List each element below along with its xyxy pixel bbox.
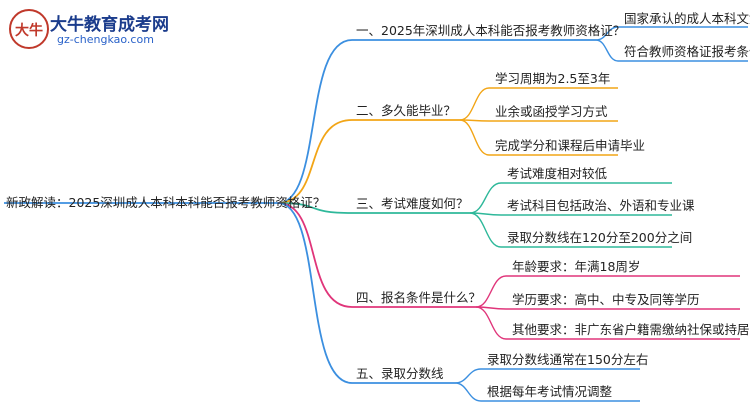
branch-2-connector	[277, 119, 353, 204]
leaf-2-1: 学习周期为2.5至3年	[495, 71, 611, 86]
leaf-4-3-connector	[475, 306, 507, 340]
leaf-2-1-connector	[459, 87, 490, 121]
leaf-4-1-connector	[475, 275, 507, 308]
branch-5-label: 五、录取分数线	[356, 366, 444, 381]
leaf-1-1: 国家承认的成人本科文凭	[624, 11, 750, 26]
leaf-3-1-connector	[469, 182, 502, 214]
branch-3-label: 三、考试难度如何？	[356, 196, 469, 211]
brand-url: gz-chengkao.com	[57, 33, 154, 46]
branch-4-connector	[277, 202, 353, 308]
branch-4-label: 四、报名条件是什么？	[356, 290, 482, 305]
branch-1-label: 一、2025年深圳成人本科能否报考教师资格证？	[356, 23, 626, 38]
leaf-1-1-connector	[595, 26, 619, 41]
leaf-3-1: 考试难度相对较低	[507, 166, 608, 181]
leaf-5-1-connector	[454, 368, 482, 384]
brand-mark-text: 大牛	[15, 22, 43, 38]
leaf-3-3-connector	[469, 212, 502, 248]
leaf-5-2-connector	[454, 382, 482, 402]
leaf-4-2: 学历要求：高中、中专及同等学历	[512, 292, 700, 307]
brand-title: 大牛教育成考网	[50, 15, 169, 35]
leaf-3-2: 考试科目包括政治、外语和专业课	[507, 198, 695, 213]
leaf-1-2-connector	[595, 39, 619, 62]
branch-3-connector	[277, 202, 353, 214]
leaf-3-3: 录取分数线在120分至200分之间	[507, 230, 693, 245]
leaf-2-3-connector	[459, 119, 490, 156]
branch-5-connector	[277, 202, 353, 384]
leaf-2-2: 业余或函授学习方式	[495, 104, 608, 119]
leaf-5-2: 根据每年考试情况调整	[487, 384, 613, 399]
branch-1-connector	[277, 39, 353, 204]
branch-2-label: 二、多久能毕业？	[356, 103, 457, 118]
leaf-4-1: 年龄要求：年满18周岁	[512, 259, 641, 274]
leaf-1-2: 符合教师资格证报考条件	[624, 44, 750, 59]
brand-logo: 大牛	[8, 8, 50, 50]
leaf-2-3: 完成学分和课程后申请毕业	[495, 138, 646, 153]
leaf-4-3: 其他要求：非广东省户籍需缴纳社保或持居住证	[512, 322, 750, 337]
root-topic: 新政解读：2025深圳成人本科本科能否报考教师资格证？	[6, 195, 326, 210]
leaf-5-1: 录取分数线通常在150分左右	[487, 352, 649, 367]
